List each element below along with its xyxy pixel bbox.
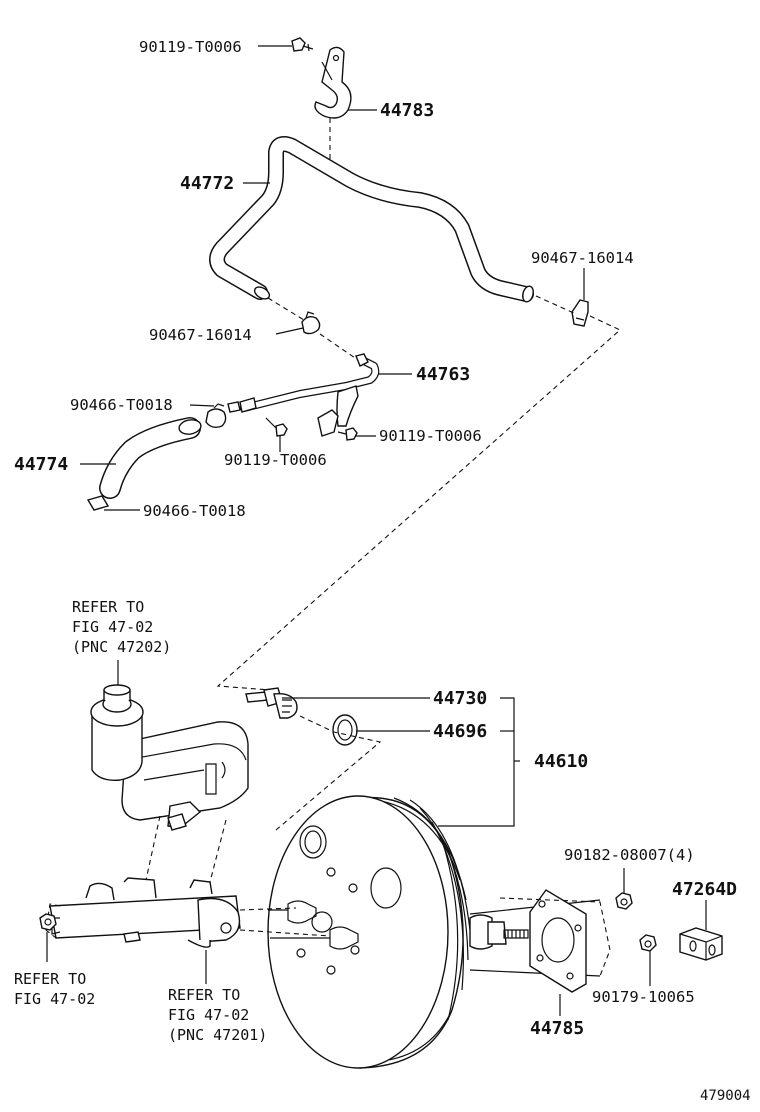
reservoir-icon <box>90 684 249 831</box>
bolt-mid-icon <box>265 417 288 437</box>
label-hose-main: 44772 <box>180 173 234 194</box>
label-hose-small: 44774 <box>14 454 68 475</box>
bolt-right-icon <box>337 427 358 441</box>
figure-number: 479004 <box>700 1088 751 1104</box>
label-bolt-mid: 90119-T0006 <box>224 451 327 469</box>
clamp-right-icon <box>571 299 589 327</box>
hose-main-icon <box>209 136 534 303</box>
ref-master-cyl-line2: FIG 47-02 <box>168 1006 249 1024</box>
ref-reservoir-line1: REFER TO <box>72 598 144 616</box>
label-bolt-top: 90119-T0006 <box>139 38 242 56</box>
bracket-booster-assy <box>438 697 515 827</box>
label-grommet: 44696 <box>433 721 487 742</box>
gasket-icon <box>529 889 587 993</box>
label-pipe-union: 44763 <box>416 364 470 385</box>
bracket-top-icon <box>314 46 352 119</box>
ref-reservoir-line2: FIG 47-02 <box>72 618 153 636</box>
label-clamp-left: 90467-16014 <box>149 326 252 344</box>
label-check-valve: 44730 <box>433 688 487 709</box>
label-clip-lower: 90466-T0018 <box>143 502 246 520</box>
label-bracket-top: 44783 <box>380 100 434 121</box>
check-valve-icon <box>245 687 298 719</box>
pipe-union-icon <box>227 353 380 437</box>
ref-reservoir-line3: (PNC 47202) <box>72 638 171 656</box>
label-booster-assy: 44610 <box>534 751 588 772</box>
clamp-left-icon <box>301 311 321 335</box>
nut-left-icon <box>39 913 57 931</box>
ref-left-nut-line1: REFER TO <box>14 970 86 988</box>
clip-lower-icon <box>86 495 110 511</box>
ref-master-cyl-line3: (PNC 47201) <box>168 1026 267 1044</box>
leader-clip-upper <box>189 404 215 407</box>
label-clamp-right: 90467-16014 <box>531 249 634 267</box>
nut-4-icon <box>615 892 633 910</box>
bolt-top-icon <box>291 37 314 52</box>
label-bracket-d: 47264D <box>672 879 737 900</box>
clip-upper-icon <box>205 403 227 429</box>
brake-booster-icon <box>267 795 471 1069</box>
hose-small-icon <box>99 417 202 499</box>
grommet-icon <box>332 714 358 746</box>
label-gasket: 44785 <box>530 1018 584 1039</box>
nut-single-icon <box>639 934 657 952</box>
label-clip-upper: 90466-T0018 <box>70 396 173 414</box>
ref-master-cyl-line1: REFER TO <box>168 986 240 1004</box>
master-cylinder-icon <box>49 877 241 948</box>
ref-left-nut-line2: FIG 47-02 <box>14 990 95 1008</box>
label-nut-single: 90179-10065 <box>592 988 695 1006</box>
label-nut-4: 90182-08007(4) <box>564 846 695 864</box>
leader-clamp-left <box>275 327 304 335</box>
bracket-d-icon <box>679 927 723 961</box>
label-bolt-right: 90119-T0006 <box>379 427 482 445</box>
